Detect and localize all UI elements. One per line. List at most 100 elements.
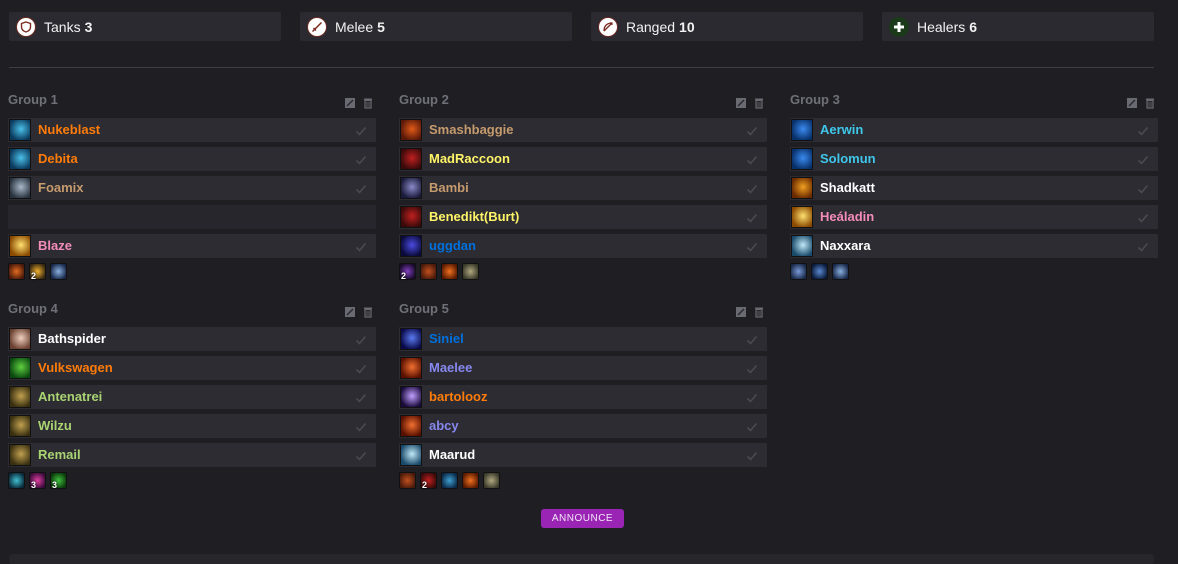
blade-flurry-icon [400,148,422,170]
member-slot[interactable]: Antenatrei [8,385,376,409]
member-slot[interactable]: Naxxara [790,234,1158,258]
checkmark-icon[interactable] [746,153,758,165]
buff-icon-d: 2 [399,263,416,281]
member-slot[interactable]: Debita [8,147,376,171]
shadow-shield-icon [400,235,422,257]
frost-arrow-icon [791,119,813,141]
member-slot[interactable]: Siniel [399,327,767,351]
member-slot[interactable]: uggdan [399,234,767,258]
member-name: Nukeblast [38,122,101,137]
group-title: Group 5 [399,301,449,316]
member-slot[interactable]: Remail [8,443,376,467]
empty-slot[interactable] [8,205,376,229]
member-slot[interactable]: MadRaccoon [399,147,767,171]
member-slot[interactable]: abcy [399,414,767,438]
member-slot[interactable]: Foamix [8,176,376,200]
trash-icon[interactable] [753,305,765,318]
member-slot[interactable]: Maelee [399,356,767,380]
member-slot[interactable]: Bambi [399,176,767,200]
checkmark-icon[interactable] [746,333,758,345]
group-buffs: 2 [399,472,767,490]
member-name: Siniel [429,331,464,346]
member-name: Naxxara [820,238,871,253]
member-slot[interactable]: Smashbaggie [399,118,767,142]
edit-icon[interactable] [344,305,356,317]
member-slot[interactable]: Heáladin [790,205,1158,229]
checkmark-icon[interactable] [355,182,367,194]
member-slot[interactable]: Bathspider [8,327,376,351]
group-header: Group 5 [399,301,767,321]
trash-icon[interactable] [753,96,765,109]
member-slot[interactable]: Nukeblast [8,118,376,142]
buff-icon-a [8,263,25,280]
checkmark-icon[interactable] [1137,153,1149,165]
skull-icon [791,177,813,199]
trash-icon[interactable] [1144,96,1156,109]
group-buffs [790,263,1158,281]
checkmark-icon[interactable] [355,362,367,374]
trash-icon[interactable] [362,305,374,318]
checkmark-icon[interactable] [746,240,758,252]
role-summary: Tanks 3 Melee 5 Ranged 10 Healers 6 [9,12,1154,42]
member-slot[interactable]: Aerwin [790,118,1158,142]
role-melee: Melee 5 [300,12,572,41]
member-slot[interactable]: Maarud [399,443,767,467]
checkmark-icon[interactable] [1137,124,1149,136]
member-slot[interactable]: bartolooz [399,385,767,409]
edit-icon[interactable] [735,305,747,317]
checkmark-icon[interactable] [355,240,367,252]
checkmark-icon[interactable] [355,391,367,403]
member-name: MadRaccoon [429,151,510,166]
buff-stack-count: 2 [422,480,428,490]
checkmark-icon[interactable] [746,362,758,374]
checkmark-icon[interactable] [355,333,367,345]
buff-stack-count: 3 [52,480,58,490]
checkmark-icon[interactable] [746,182,758,194]
member-name: Smashbaggie [429,122,514,137]
edit-icon[interactable] [344,96,356,108]
checkmark-icon[interactable] [746,211,758,223]
checkmark-icon[interactable] [746,124,758,136]
checkmark-icon[interactable] [355,420,367,432]
spirit-icon [791,235,813,257]
checkmark-icon[interactable] [746,449,758,461]
buff-icon-l: 3 [29,472,46,490]
trash-icon[interactable] [362,96,374,109]
buff-icon-c [50,263,67,280]
buff-icon-g [462,263,479,280]
member-name: Remail [38,447,81,462]
member-slot[interactable]: Solomun [790,147,1158,171]
role-tanks: Tanks 3 [9,12,281,41]
member-slot[interactable]: Blaze [8,234,376,258]
checkmark-icon[interactable] [355,124,367,136]
member-slot[interactable]: Vulkswagen [8,356,376,380]
member-name: Vulkswagen [38,360,113,375]
checkmark-icon[interactable] [1137,182,1149,194]
checkmark-icon[interactable] [746,420,758,432]
checkmark-icon[interactable] [746,391,758,403]
edit-icon[interactable] [735,96,747,108]
member-slot[interactable]: Shadkatt [790,176,1158,200]
announce-button[interactable]: ANNOUNCE [541,509,624,528]
member-name: Maarud [429,447,476,462]
member-slot[interactable]: Wilzu [8,414,376,438]
group-buffs: 2 [8,263,376,281]
member-slot[interactable]: Benedikt(Burt) [399,205,767,229]
sword-icon [307,16,327,37]
checkmark-icon[interactable] [1137,240,1149,252]
member-name: Aerwin [820,122,864,137]
buff-icon-p [441,472,458,489]
checkmark-icon[interactable] [1137,211,1149,223]
edit-icon[interactable] [1126,96,1138,108]
member-name: uggdan [429,238,476,253]
frost-orb-icon [9,119,31,141]
checkmark-icon[interactable] [355,153,367,165]
buff-icon-k [8,472,25,489]
checkmark-icon[interactable] [355,449,367,461]
